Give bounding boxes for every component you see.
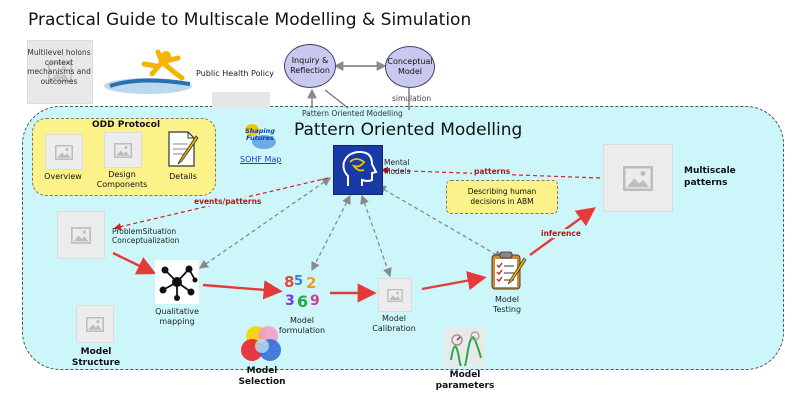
- image-placeholder-icon: [55, 144, 73, 160]
- runner-logo-icon: [104, 49, 192, 94]
- describing-decisions-box: Describing human decisions in ABM: [446, 180, 558, 214]
- inference-label: inference: [539, 229, 583, 238]
- qualitative-label: Qualitative mapping: [155, 307, 199, 326]
- svg-text:5: 5: [294, 274, 303, 289]
- calibration-label: Model Calibration: [372, 314, 416, 333]
- structure-label: Model Structure: [71, 347, 121, 368]
- holons-text: Multilevel holons context mechanisms and…: [27, 48, 91, 86]
- pom-small-label: Pattern Oriented Modelling: [300, 109, 405, 118]
- problem-qualitative-arrow: [112, 251, 157, 275]
- sohf-map-link[interactable]: SOHF Map: [240, 155, 282, 164]
- image-placeholder-icon: [48, 62, 72, 82]
- mental-models-label: Mental Models: [384, 158, 411, 176]
- formulation-label: Model formulation: [278, 316, 326, 335]
- chart-gauge-icon: [450, 331, 482, 371]
- qualitative-formulation-arrow: [202, 280, 283, 300]
- svg-text:6: 6: [297, 292, 308, 311]
- overview-image: [45, 134, 83, 170]
- pom-inquiry-link: [324, 89, 349, 109]
- inquiry-reflection-label: Inquiry & Reflection: [290, 56, 330, 75]
- qualitative-image: [155, 260, 199, 304]
- clipboard-checklist-icon: [491, 251, 527, 290]
- image-placeholder-icon: [71, 226, 91, 244]
- svg-text:8: 8: [284, 273, 294, 291]
- testing-image: [486, 250, 528, 292]
- multiscale-image: [603, 144, 673, 212]
- parameters-label: Model parameters: [435, 370, 495, 391]
- conceptual-model-label: Conceptual Model: [387, 57, 433, 76]
- mental-models-image: [333, 145, 383, 195]
- calibration-testing-arrow: [421, 271, 487, 291]
- odd-protocol-title: ODD Protocol: [92, 120, 161, 130]
- image-placeholder-icon: [387, 288, 403, 302]
- selection-label: Model Selection: [238, 366, 286, 387]
- formulation-image: 8 5 2 3 6 9: [282, 271, 326, 311]
- head-brain-icon: [342, 150, 378, 186]
- image-placeholder-icon: [86, 316, 104, 332]
- mental-qualitative-link: [198, 177, 332, 269]
- image-placeholder-icon: [623, 165, 653, 191]
- conceptual-model-node: Conceptual Model: [385, 46, 435, 88]
- multiscale-label: Multiscale patterns: [684, 166, 736, 188]
- public-health-label: Public Health Policy: [196, 69, 275, 78]
- numbers-icon: 8 5 2 3 6 9: [284, 273, 320, 311]
- mental-calibration-link: [360, 194, 392, 278]
- parameters-image: [445, 328, 485, 371]
- odd-item-overview: Overview: [44, 172, 82, 181]
- problem-image: [57, 211, 105, 259]
- calibration-image: [378, 278, 412, 312]
- mental-formulation-link: [311, 194, 351, 272]
- page-title: Practical Guide to Multiscale Modelling …: [28, 10, 472, 30]
- odd-item-design-components: Design Components: [96, 170, 148, 189]
- testing-label: Model Testing: [492, 295, 522, 314]
- shaping-futures-text: Shaping Futures: [245, 127, 275, 142]
- svg-text:3: 3: [285, 293, 295, 309]
- structure-image: [76, 305, 114, 343]
- simulation-label: simulation: [392, 94, 432, 103]
- pom-title: Pattern Oriented Modelling: [294, 120, 523, 140]
- document-pencil-icon: [168, 131, 199, 167]
- design-components-image: [104, 132, 142, 168]
- patterns-label: patterns: [472, 167, 513, 176]
- mental-problem-link: [113, 177, 329, 231]
- mental-testing-link: [376, 185, 504, 259]
- odd-item-details: Details: [169, 172, 197, 181]
- shaping-futures-icon: [245, 124, 276, 149]
- selection-image: [240, 322, 284, 364]
- venn-circles-icon: [241, 326, 281, 361]
- policy-image: [212, 92, 270, 108]
- events-patterns-label: events/patterns: [192, 197, 264, 206]
- holons-image: [27, 40, 93, 104]
- svg-text:9: 9: [310, 293, 320, 309]
- inquiry-reflection-node: Inquiry & Reflection: [284, 44, 336, 88]
- multiscale-mental-link: [380, 166, 601, 179]
- problem-label: ProblemSituation Conceptualization: [112, 227, 180, 245]
- svg-text:2: 2: [306, 274, 316, 292]
- image-placeholder-icon: [114, 142, 132, 158]
- network-icon: [159, 265, 198, 301]
- shaping-futures-logo: Shaping Futures: [242, 122, 278, 150]
